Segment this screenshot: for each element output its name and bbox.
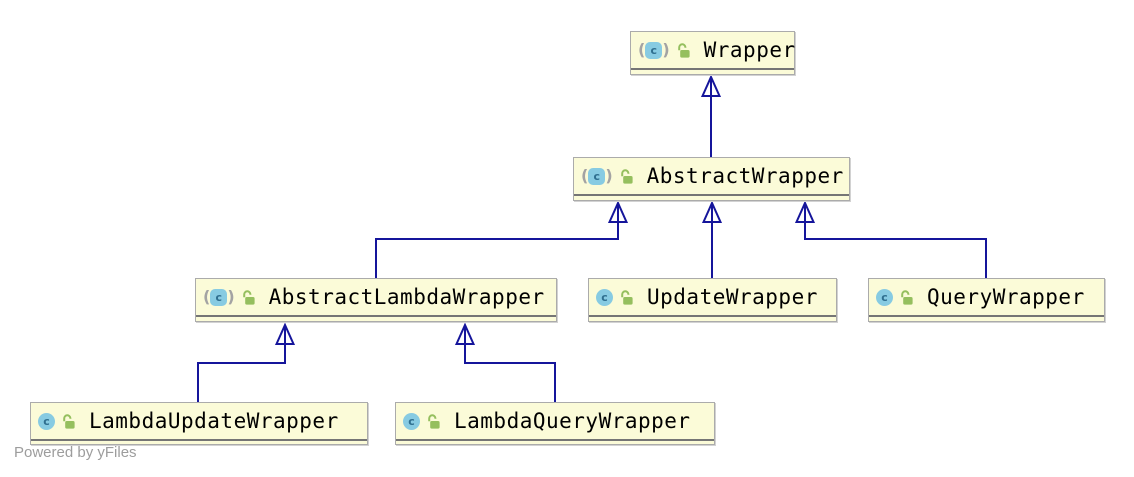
- edge-abstractlambdawrapper-extends-abstractwrapper: [375, 200, 629, 278]
- class-name-label: LambdaUpdateWrapper: [89, 409, 339, 433]
- public-lock-icon: [901, 289, 913, 305]
- class-name-label: Wrapper: [703, 38, 796, 62]
- abstract-paren-left: (: [581, 166, 589, 185]
- class-node-abstract-wrapper[interactable]: (c) AbstractWrapper: [573, 157, 850, 201]
- class-node-header: c LambdaUpdateWrapper: [31, 403, 367, 441]
- class-node-header: c LambdaQueryWrapper: [396, 403, 714, 441]
- public-lock-icon: [63, 413, 75, 429]
- class-node-header: (c) Wrapper: [631, 32, 796, 70]
- class-name-label: QueryWrapper: [927, 285, 1085, 309]
- class-name-label: UpdateWrapper: [647, 285, 818, 309]
- class-icon-group: c: [876, 288, 893, 306]
- class-node-query-wrapper[interactable]: c QueryWrapper: [868, 278, 1105, 322]
- class-node-header: c UpdateWrapper: [589, 279, 836, 317]
- edge-querywrapper-extends-abstractwrapper: [794, 200, 987, 278]
- class-icon-group: c: [403, 412, 420, 430]
- class-icon: c: [403, 412, 420, 430]
- yfiles-watermark: Powered by yFiles: [14, 444, 137, 461]
- abstract-paren-right: ): [227, 287, 235, 306]
- edge-lambdaupdatewrapper-extends-abstractlambdawrapper: [197, 322, 296, 402]
- class-node-header: (c) AbstractWrapper: [574, 158, 849, 196]
- class-node-abstract-lambda-wrapper[interactable]: (c) AbstractLambdaWrapper: [195, 278, 557, 322]
- class-icon-group: c: [38, 412, 55, 430]
- abstract-paren-right: ): [662, 40, 670, 59]
- public-lock-icon: [621, 289, 633, 305]
- class-icon-group: c: [596, 288, 613, 306]
- class-node-lambda-query-wrapper[interactable]: c LambdaQueryWrapper: [395, 402, 715, 445]
- class-node-header: c QueryWrapper: [869, 279, 1104, 317]
- class-name-label: AbstractWrapper: [646, 164, 844, 188]
- abstract-paren-right: ): [605, 166, 613, 185]
- class-icon: c: [38, 412, 55, 430]
- abstract-class-icon: (c): [638, 40, 670, 59]
- public-lock-icon: [242, 289, 255, 305]
- edge-lambdaquerywrapper-extends-abstractlambdawrapper: [454, 322, 556, 402]
- abstract-paren-left: (: [203, 287, 211, 306]
- public-lock-icon: [428, 413, 440, 429]
- abstract-paren-left: (: [638, 40, 646, 59]
- class-icon: c: [876, 288, 893, 306]
- abstract-class-icon: (c): [203, 287, 235, 306]
- public-lock-icon: [620, 168, 633, 184]
- class-node-lambda-update-wrapper[interactable]: c LambdaUpdateWrapper: [30, 402, 368, 445]
- class-icon: c: [645, 41, 663, 59]
- class-icon: c: [210, 288, 228, 306]
- class-name-label: LambdaQueryWrapper: [454, 409, 691, 433]
- class-node-header: (c) AbstractLambdaWrapper: [196, 279, 556, 317]
- class-node-update-wrapper[interactable]: c UpdateWrapper: [588, 278, 837, 322]
- class-node-wrapper[interactable]: (c) Wrapper: [630, 31, 795, 75]
- class-name-label: AbstractLambdaWrapper: [268, 285, 545, 309]
- class-icon: c: [596, 288, 613, 306]
- class-icon: c: [588, 167, 606, 185]
- public-lock-icon: [677, 42, 690, 58]
- abstract-class-icon: (c): [581, 166, 613, 185]
